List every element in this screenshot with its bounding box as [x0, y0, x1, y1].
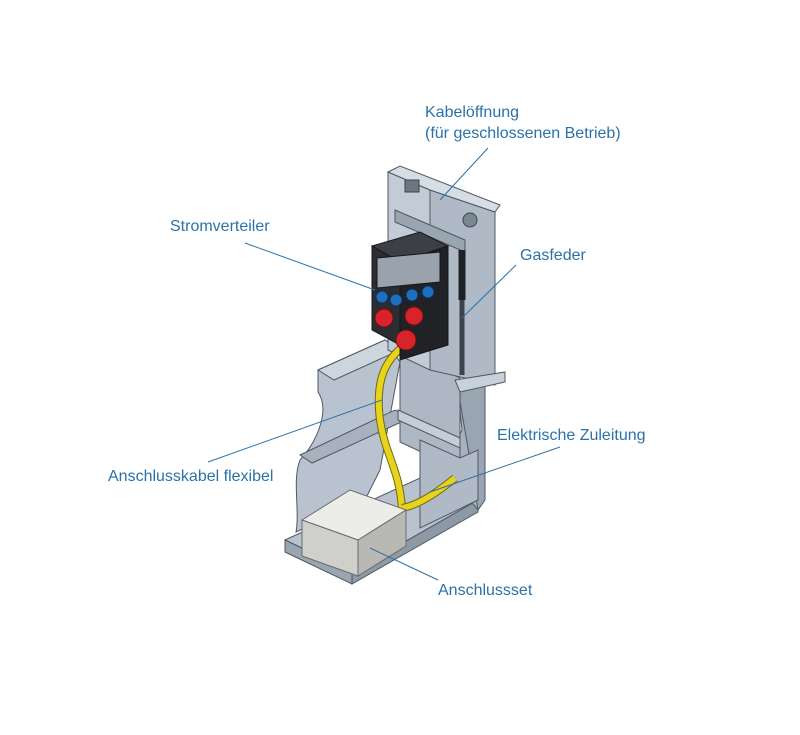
leader-kabeloeffnung: [439, 147, 489, 201]
yellow-cable: [374, 341, 458, 512]
leader-lines: [207, 147, 561, 581]
leader-elektrische-zuleitung: [429, 446, 561, 493]
label-elektrische-zuleitung: Elektrische Zuleitung: [497, 427, 646, 444]
label-anschlussset: Anschlussset: [438, 582, 533, 599]
label-stromverteiler: Stromverteiler: [170, 218, 270, 235]
label-anschlusskabel-flexibel: Anschlusskabel flexibel: [108, 468, 274, 485]
power-distributor: [370, 231, 450, 361]
connection-box: [300, 489, 408, 577]
leader-anschlussset: [369, 547, 439, 581]
label-kabeloeffnung: Kabelöffnung (für geschlossenen Betrieb): [425, 102, 621, 144]
leader-anschlusskabel: [207, 399, 383, 463]
leader-stromverteiler: [244, 242, 376, 291]
label-kabeloeffnung-line1: Kabelöffnung: [425, 104, 520, 121]
label-gasfeder: Gasfeder: [520, 247, 586, 264]
label-kabeloeffnung-line2: (für geschlossenen Betrieb): [425, 125, 621, 142]
leader-gasfeder: [461, 264, 517, 319]
